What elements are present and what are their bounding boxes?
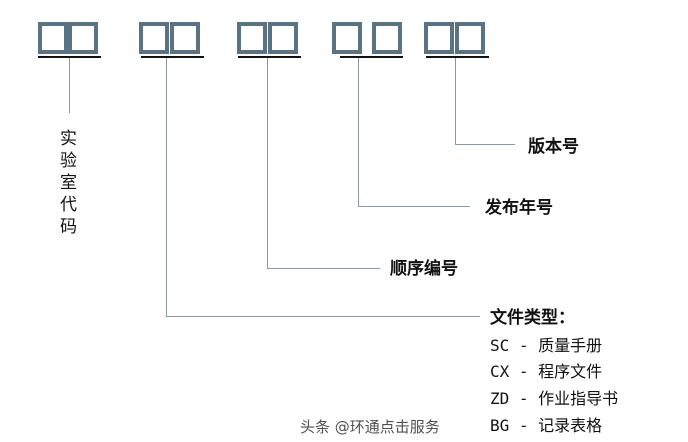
connector xyxy=(358,206,470,207)
version-label: 版本号 xyxy=(528,137,579,157)
type-name: 作业指导书 xyxy=(538,389,619,408)
code: BG xyxy=(490,416,510,435)
connector xyxy=(267,268,380,269)
underline xyxy=(38,56,101,58)
code-box xyxy=(237,22,267,54)
lab-code-label: 实验室代码 xyxy=(60,129,77,237)
code-box xyxy=(455,22,485,54)
underline xyxy=(426,56,489,58)
code: SC xyxy=(490,336,510,355)
connector xyxy=(358,58,359,206)
code: CX xyxy=(490,362,510,381)
separator: - xyxy=(509,336,539,355)
connector xyxy=(166,58,167,316)
code-box xyxy=(68,22,98,54)
connector xyxy=(455,144,515,145)
code: ZD xyxy=(490,389,510,408)
year-label: 发布年号 xyxy=(485,198,553,218)
code-box xyxy=(139,22,169,54)
type-name: 记录表格 xyxy=(538,416,603,435)
type-name: 程序文件 xyxy=(538,362,603,381)
doc-type-item: CX - 程序文件 xyxy=(490,362,602,382)
code-box xyxy=(372,22,402,54)
underline xyxy=(340,56,403,58)
separator: - xyxy=(509,389,539,408)
connector xyxy=(455,58,456,144)
code-box xyxy=(268,22,298,54)
doc-type-label: 文件类型： xyxy=(490,308,575,328)
doc-type-item: ZD - 作业指导书 xyxy=(490,389,618,409)
separator: - xyxy=(509,416,539,435)
underline xyxy=(141,56,204,58)
separator: - xyxy=(509,362,539,381)
watermark: 头条 @环通点击服务 xyxy=(300,418,440,436)
code-box xyxy=(332,22,362,54)
connector xyxy=(69,58,70,113)
doc-type-item: BG - 记录表格 xyxy=(490,416,602,436)
connector xyxy=(166,316,480,317)
code-box xyxy=(170,22,200,54)
connector xyxy=(267,58,268,268)
underline xyxy=(238,56,301,58)
sequence-label: 顺序编号 xyxy=(390,259,458,279)
code-box xyxy=(424,22,454,54)
doc-type-item: SC - 质量手册 xyxy=(490,336,602,356)
code-box xyxy=(38,22,68,54)
type-name: 质量手册 xyxy=(538,336,603,355)
